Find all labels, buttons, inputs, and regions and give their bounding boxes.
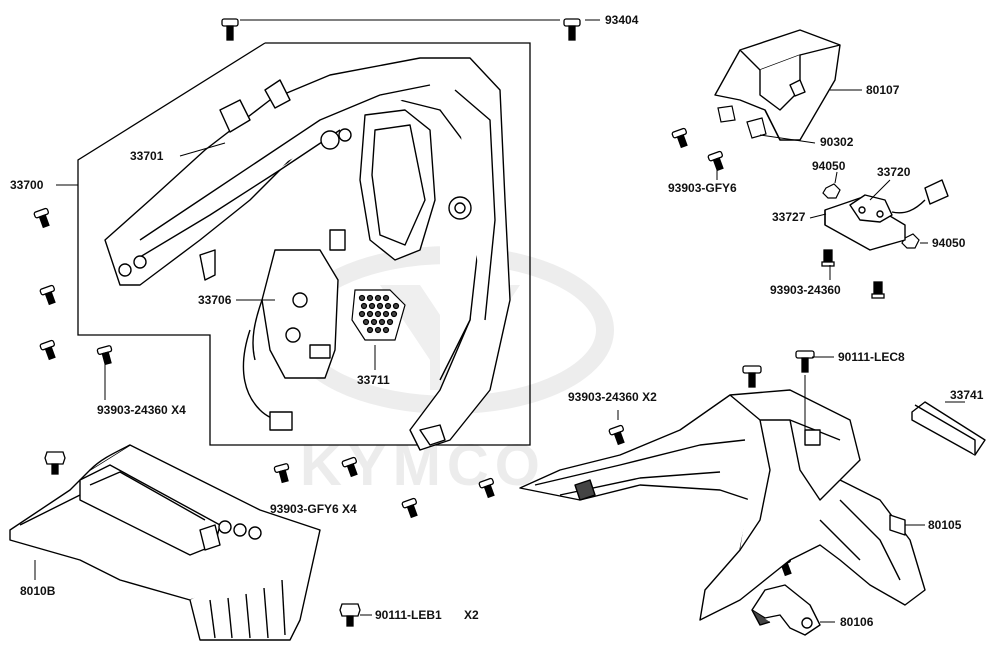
part-labels: 93404 80107 90302 93903-GFY6 94050 33720… (10, 13, 984, 629)
leader-lines-right-top (716, 89, 928, 280)
label-94050-top: 94050 (812, 159, 846, 173)
label-8010b: 8010B (20, 584, 56, 598)
screw-icons-right-top (671, 127, 885, 299)
rear-frame-33701 (104, 57, 511, 451)
reflector-33711 (351, 289, 406, 341)
label-33720: 33720 (877, 165, 911, 179)
label-90111-lec8: 90111-LEC8 (838, 350, 905, 364)
label-33700: 33700 (10, 178, 44, 192)
label-33741: 33741 (950, 388, 984, 402)
label-90111-leb1: 90111-LEB1 (375, 608, 442, 622)
label-33706: 33706 (198, 293, 232, 307)
label-93404: 93404 (605, 13, 639, 27)
screw-icons-fender (742, 350, 815, 388)
rear-cover-80107 (714, 29, 841, 141)
label-33727: 33727 (772, 210, 806, 224)
label-93903-24360: 93903-24360 (770, 283, 841, 297)
bracket-80106 (751, 584, 821, 636)
label-93903-24360-x4: 93903-24360 X4 (97, 403, 186, 417)
group-outline-33700 (77, 42, 531, 446)
license-plate-33741 (911, 401, 986, 456)
label-33711: 33711 (357, 373, 390, 387)
label-80107: 80107 (866, 83, 900, 97)
rear-fender-80105 (519, 389, 926, 621)
license-light-33720 (849, 179, 949, 223)
leader-lines-main (56, 19, 600, 400)
wiring-harness-33706 (242, 249, 339, 431)
label-80106: 80106 (840, 615, 874, 629)
label-80105: 80105 (928, 518, 962, 532)
nut-94050 (822, 183, 920, 249)
undertray-8010b (9, 444, 321, 641)
label-93903-gfy6: 93903-GFY6 (668, 181, 737, 195)
label-33701: 33701 (130, 149, 164, 163)
clip-90302 (717, 105, 767, 139)
label-90111-leb1-qty: X2 (464, 608, 479, 622)
label-90302: 90302 (820, 135, 854, 149)
label-93903-gfy6-x4: 93903-GFY6 X4 (270, 502, 357, 516)
label-93903-24360-x2: 93903-24360 X2 (568, 390, 657, 404)
leader-lines-lower (34, 356, 965, 623)
label-94050-bottom: 94050 (932, 236, 966, 250)
